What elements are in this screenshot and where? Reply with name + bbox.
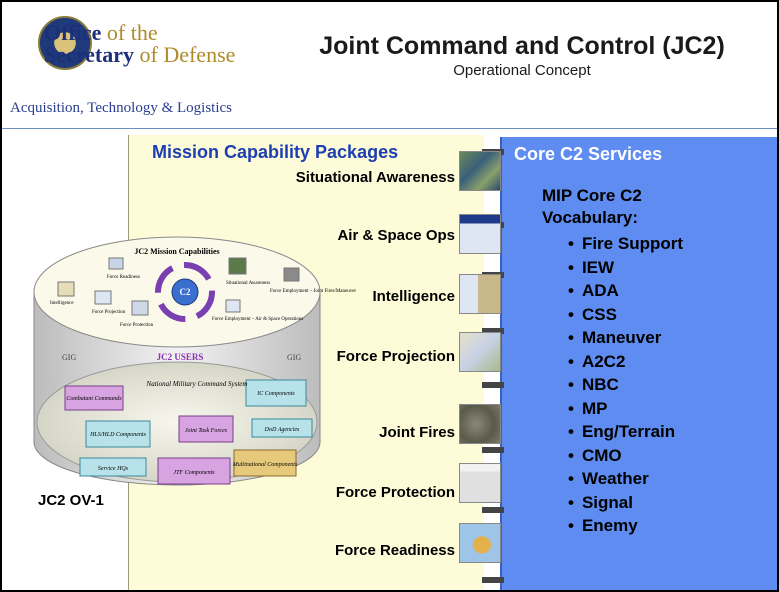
- capability-air-space-ops: Air & Space Ops: [337, 227, 455, 244]
- capability-force-protection: Force Protection: [335, 484, 455, 501]
- core-services-heading: Core C2 Services: [514, 144, 663, 164]
- intelligence-screen-icon: [459, 274, 501, 314]
- vocab-item: Enemy: [568, 514, 683, 538]
- force-projection-mini-icon: [94, 290, 112, 305]
- gig-left-label: GIG: [62, 353, 76, 362]
- force-protection-mini-icon: [131, 300, 149, 316]
- ov1-c2-label: C2: [180, 287, 191, 297]
- joint-task-forces-box: [178, 415, 234, 443]
- dod-agencies-box: [251, 418, 313, 438]
- vocab-item: MP: [568, 397, 683, 421]
- vocab-item: Eng/Terrain: [568, 420, 683, 444]
- vocab-item: ADA: [568, 279, 683, 303]
- page-title: Joint Command and Control (JC2): [319, 32, 725, 60]
- joint-fires-mini-icon: [283, 267, 300, 282]
- multinational-components-box: [233, 449, 297, 477]
- nmcs-label: National Military Command System: [146, 380, 248, 388]
- combatant-commands-box: [64, 385, 124, 411]
- ov1-label-force-protection: Force Protection: [120, 323, 154, 328]
- ov1-label-situational-awareness: Situational Awareness: [226, 281, 270, 286]
- ov1-caption: JC2 OV-1: [38, 492, 104, 509]
- vocab-item: CSS: [568, 303, 683, 327]
- combatant-commands-label: Combatant Commands: [66, 396, 122, 402]
- logo-of-the: of the: [101, 20, 158, 45]
- ov1-label-intelligence: Intelligence: [50, 301, 74, 306]
- dod-agencies-label: DoD Agencies: [264, 427, 300, 433]
- force-projection-screen-icon: [459, 332, 501, 372]
- vocabulary-list: Fire Support IEW ADA CSS Maneuver A2C2 N…: [568, 232, 683, 538]
- ic-components-label: IC Components: [256, 391, 295, 397]
- jc2-users-title: JC2 USERS: [157, 352, 204, 362]
- vocab-item: A2C2: [568, 350, 683, 374]
- vocab-item: Weather: [568, 467, 683, 491]
- connector: [482, 447, 504, 453]
- capability-force-projection: Force Projection: [336, 348, 455, 365]
- connector: [482, 382, 504, 388]
- capability-joint-fires: Joint Fires: [379, 424, 455, 441]
- service-hqs-box: [79, 457, 147, 477]
- vocab-item: Signal: [568, 491, 683, 515]
- vocab-item: CMO: [568, 444, 683, 468]
- header-rule: [2, 128, 777, 129]
- ic-components-box: [245, 379, 307, 407]
- ov1-top-title: JC2 Mission Capabilities: [134, 247, 219, 256]
- situational-awareness-mini-icon: [228, 257, 247, 275]
- vocab-item: NBC: [568, 373, 683, 397]
- logo-office: Office: [44, 20, 102, 45]
- ov1-label-force-employment-fires: Force Employment – Joint Fires/Maneuver: [270, 289, 356, 294]
- logo-secretary: Secretary: [44, 42, 134, 67]
- force-readiness-map-icon: [459, 523, 501, 563]
- osd-logo: Office of the Secretary of Defense Acqui…: [10, 12, 280, 124]
- vocab-item: IEW: [568, 256, 683, 280]
- connector: [482, 577, 504, 583]
- gig-right-label: GIG: [287, 353, 301, 362]
- dod-seal-icon: [38, 16, 92, 70]
- jtf-components-box: [157, 457, 231, 485]
- joint-task-forces-label: Joint Task Forces: [185, 428, 228, 434]
- capability-situational-awareness: Situational Awareness: [295, 169, 455, 186]
- connector: [482, 507, 504, 513]
- force-readiness-mini-icon: [108, 257, 124, 270]
- ov1-label-force-employment-air: Force Employment – Air & Space Operation…: [212, 317, 303, 322]
- joint-fires-satellite-icon: [459, 404, 501, 444]
- logo-atl: Acquisition, Technology & Logistics: [10, 100, 232, 116]
- intelligence-mini-icon: [57, 281, 75, 297]
- capability-force-readiness: Force Readiness: [334, 542, 455, 559]
- capability-intelligence: Intelligence: [372, 288, 455, 305]
- ov1-label-force-readiness: Force Readiness: [107, 275, 140, 280]
- connector: [482, 328, 504, 334]
- vocab-item: Fire Support: [568, 232, 683, 256]
- multinational-label: Multinational Components: [232, 462, 298, 468]
- air-space-mini-icon: [225, 299, 241, 313]
- situational-awareness-map-icon: [459, 151, 501, 191]
- mission-capability-heading: Mission Capability Packages: [152, 142, 399, 162]
- jtf-components-label: JTF Components: [173, 470, 215, 476]
- air-space-ops-screen-icon: [459, 214, 501, 254]
- mip-vocabulary-heading: MIP Core C2 Vocabulary:: [542, 186, 642, 227]
- hls-hld-components-box: [85, 420, 151, 448]
- service-hqs-label: Service HQs: [98, 466, 129, 472]
- force-protection-screen-icon: [459, 463, 501, 503]
- ov1-label-force-projection: Force Projection: [92, 310, 126, 315]
- vocab-item: Maneuver: [568, 326, 683, 350]
- hls-hld-label: HLS/HLD Components: [89, 432, 147, 438]
- page-subtitle: Operational Concept: [453, 62, 591, 79]
- logo-of-defense: of Defense: [134, 42, 236, 67]
